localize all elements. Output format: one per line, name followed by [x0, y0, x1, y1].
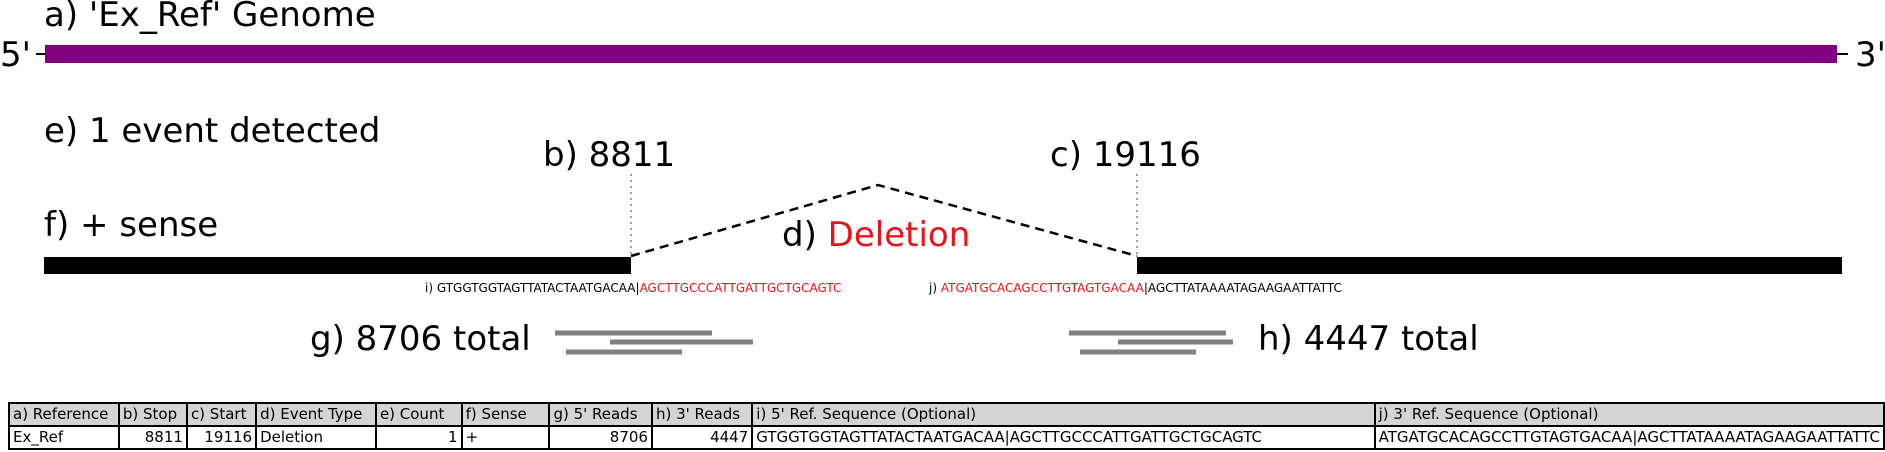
- five-prime-sequence-prefix: i) GTGGTGGTAGTTATACTAATGACAA|: [425, 281, 640, 295]
- three-prime-sequence-suffix: |AGCTTATAAAATAGAAGAATTATTC: [1143, 281, 1342, 295]
- three-prime-sequence: j) ATGATGCACAGCCTTGTAGTGACAA|AGCTTATAAAA…: [929, 281, 1342, 295]
- table-header-row: a) Reference b) Stop c) Start d) Event T…: [8, 402, 1885, 427]
- cell-3prime-ref-sequence: ATGATGCACAGCCTTGTAGTGACAA|AGCTTATAAAATAG…: [1373, 425, 1885, 450]
- header-5prime-ref-sequence: i) 5' Ref. Sequence (Optional): [751, 402, 1376, 427]
- start-position-label: c) 19116: [1050, 135, 1201, 175]
- header-event-type: d) Event Type: [255, 402, 377, 427]
- five-prime-sequence: i) GTGGTGGTAGTTATACTAATGACAA|AGCTTGCCCAT…: [425, 281, 841, 295]
- cell-event-type: Deletion: [255, 425, 377, 450]
- cell-count: 1: [374, 425, 463, 450]
- cell-start: 19116: [185, 425, 258, 450]
- genome-bar: [45, 45, 1837, 63]
- five-prime-reads-total: g) 8706 total: [310, 319, 531, 359]
- header-count: e) Count: [374, 402, 463, 427]
- event-type-prefix: d): [782, 215, 828, 255]
- header-5prime-reads: g) 5' Reads: [548, 402, 653, 427]
- event-summary-table: a) Reference b) Stop c) Start d) Event T…: [8, 402, 1885, 450]
- five-prime-sequence-highlight: AGCTTGCCCATTGATTGCTGCAGTC: [639, 281, 842, 295]
- three-prime-sequence-highlight: ATGATGCACAGCCTTGTAGTGACAA: [940, 281, 1144, 295]
- header-stop: b) Stop: [117, 402, 188, 427]
- sense-segment-3prime: [1137, 257, 1842, 274]
- cell-5prime-reads: 8706: [548, 425, 653, 450]
- cell-sense: +: [460, 425, 551, 450]
- cell-3prime-reads: 4447: [650, 425, 754, 450]
- header-reference: a) Reference: [8, 402, 120, 427]
- event-type-label: d) Deletion: [782, 216, 970, 254]
- header-3prime-reads: h) 3' Reads: [650, 402, 754, 427]
- header-start: c) Start: [185, 402, 258, 427]
- stop-position-label: b) 8811: [543, 135, 676, 175]
- cell-5prime-ref-sequence: GTGGTGGTAGTTATACTAATGACAA|AGCTTGCCCATTGA…: [751, 425, 1376, 450]
- reads-3prime-group: [1069, 330, 1233, 355]
- three-prime-end-label: 3': [1855, 35, 1885, 75]
- cell-stop: 8811: [117, 425, 188, 450]
- reads-5prime-group: [555, 330, 753, 355]
- event-count-label: e) 1 event detected: [44, 111, 381, 151]
- event-type-value: Deletion: [827, 215, 971, 255]
- three-prime-reads-total: h) 4447 total: [1258, 319, 1479, 359]
- cell-reference: Ex_Ref: [8, 425, 120, 450]
- header-3prime-ref-sequence: j) 3' Ref. Sequence (Optional): [1373, 402, 1885, 427]
- three-prime-sequence-prefix: j): [929, 281, 941, 295]
- sense-segment-5prime: [44, 257, 631, 274]
- deletion-arc: [630, 183, 1138, 258]
- genome-title: a) 'Ex_Ref' Genome: [44, 0, 376, 35]
- five-prime-end-label: 5': [0, 35, 31, 75]
- table-row: Ex_Ref 8811 19116 Deletion 1 + 8706 4447…: [8, 425, 1885, 450]
- sense-label: f) + sense: [44, 205, 219, 245]
- header-sense: f) Sense: [460, 402, 551, 427]
